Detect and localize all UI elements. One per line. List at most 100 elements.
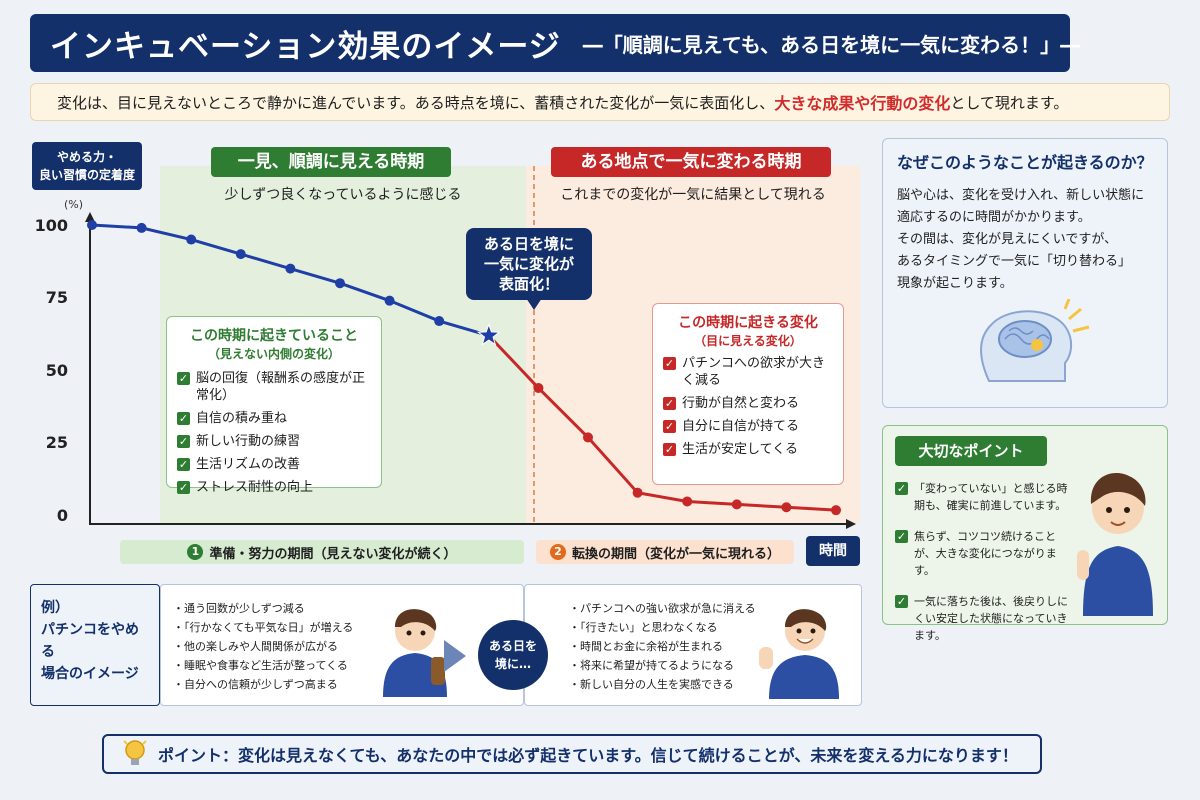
y-tick-label: 0 [56,506,68,525]
y-tick-label: 100 [34,216,68,235]
list-item-text: 新しい行動の練習 [196,434,301,449]
phase2-bar-label: 転換の期間（変化が一気に現れる） [571,546,780,562]
key-point-text: 「変わっていない」と感じる時期も、確実に前進しています。 [914,482,1068,512]
phase1-number: 1 [187,544,204,560]
key-points-box: 大切なポイント ✓ 「変わっていない」と感じる時期も、確実に前進しています。 ✓焦… [882,425,1168,642]
check-icon: ✓ [663,443,676,456]
data-point [136,222,147,233]
example-after-item: ・「行きたい」と思わなくなる [569,621,718,634]
key-point-item: ✓焦らず、コツコツ続けることが、大きな変化につながります。 [895,528,1075,579]
list-item: ✓自信の積み重ね [177,410,371,427]
visible-changes-title: この時期に起きる変化 [678,315,818,331]
key-points-title: 大切なポイント [895,436,1047,466]
check-icon: ✓ [177,435,190,448]
phase1-bar-label: 準備・努力の期間（見えない変化が続く） [209,546,457,562]
bubble-line: 境に… [494,657,531,671]
hidden-changes-list: ✓脳の回復（報酬系の感度が正常化） ✓自信の積み重ね ✓ 新しい行動の練習 ✓ 生活… [177,370,371,496]
why-line: あるタイミングで一気に「切り替わる」 [897,254,1132,269]
check-icon: ✓ [895,530,908,543]
data-point [87,220,97,230]
callout-line: 表面化！ [498,275,559,293]
example-label: 例） パチンコをやめる 場合のイメージ [30,584,160,706]
list-item: ✓ 自分に自信が持てる [663,418,833,435]
lightbulb-icon [123,740,147,765]
check-icon: ✓ [895,595,908,608]
y-axis-label-line2: 良い習慣の定着度 [38,168,135,182]
example-before-item: ・「行かなくても平気な日」が増える [173,621,354,634]
list-item-text: 行動が自然と変わる [682,396,800,411]
y-axis-label: やめる力・ 良い習慣の定着度 [32,142,142,190]
bottom-point-text: ポイント：変化は見えなくても、あなたの中では必ず起きています。信じて続けることが… [158,746,1018,765]
example-label-line: 場合のイメージ [41,666,139,682]
list-item: ✓ 生活リズムの改善 [177,456,371,473]
list-item: ✓パチンコへの欲求が大きく減る [663,355,833,389]
y-axis-unit: (%) [64,198,84,211]
hidden-changes-box: この時期に起きていること （見えない内側の変化） ✓脳の回復（報酬系の感度が正常… [166,316,382,495]
check-icon: ✓ [177,458,190,471]
boy-icon [1077,473,1153,616]
phase2-title: ある地点で一気に変わる時期 [551,147,831,177]
list-item: ✓脳の回復（報酬系の感度が正常化） [177,370,371,404]
why-box: なぜこのようなことが起きるのか？ 脳や心は、変化を受け入れ、新しい状態に 適応す… [882,138,1168,408]
why-line: 現象が起こります。 [897,276,1013,291]
example-after-item: ・将来に希望が持てるようになる [569,659,734,672]
why-line: 脳や心は、変化を受け入れ、新しい状態に [897,188,1145,203]
page-title: インキュベーション効果のイメージ [50,28,561,65]
visible-changes-box: この時期に起きる変化 （目に見える変化） ✓パチンコへの欲求が大きく減る ✓ 行動… [652,303,844,485]
phase2-bar: 2 転換の期間（変化が一気に現れる） [536,540,794,564]
hidden-changes-subtitle: （見えない内側の変化） [207,347,340,361]
brain-icon [980,299,1090,382]
example-after-item: ・新しい自分の人生を実感できる [569,678,734,691]
check-icon: ✓ [663,397,676,410]
example-after-item: ・パチンコへの強い欲求が急に消える [569,602,756,615]
intro-emphasis: 大きな成果や行動の変化 [774,94,951,113]
check-icon: ✓ [895,482,908,495]
y-tick-label: 25 [45,433,68,452]
list-item-text: ストレス耐性の向上 [196,480,314,495]
phase2-number: 2 [549,544,566,560]
check-icon: ✓ [177,481,190,494]
example-before-item: ・他の楽しみや人間関係が広がる [173,640,338,653]
check-icon: ✓ [177,372,190,385]
why-title: なぜこのようなことが起きるのか？ [897,153,1153,172]
phase1-bar: 1 準備・努力の期間（見えない変化が続く） [120,540,524,564]
callout-tail [526,298,542,310]
list-item-text: 生活リズムの改善 [196,457,301,472]
bottom-point-banner: ポイント：変化は見えなくても、あなたの中では必ず起きています。信じて続けることが… [102,734,1042,774]
list-item-text: 自分に自信が持てる [682,419,800,434]
intro-text: 変化は、目に見えないところで静かに進んでいます。ある時点を境に、蓄積された変化が… [57,93,775,112]
check-icon: ✓ [177,412,190,425]
visible-changes-subtitle: （目に見える変化） [694,334,802,348]
visible-changes-list: ✓パチンコへの欲求が大きく減る ✓ 行動が自然と変わる ✓ 自分に自信が持てる ✓生… [663,355,833,458]
example-turning-bubble: ある日を 境に… [478,620,548,690]
y-axis-label-line1: やめる力・ [56,150,117,164]
boy-cheering-icon [759,609,839,699]
phase1-title: 一見、順調に見える時期 [211,147,451,177]
y-tick-label: 75 [45,288,68,307]
x-axis-label: 時間 [806,536,860,566]
list-item: ✓ 行動が自然と変わる [663,395,833,412]
boy-walking-icon [383,609,447,697]
y-axis-arrow [85,212,95,222]
list-item: ✓生活が安定してくる [663,441,833,458]
example-before-item: ・睡眠や食事など生活が整ってくる [173,659,348,672]
page-subtitle: ―「順調に見えても、ある日を境に一気に変わる！」― [582,32,1081,57]
bubble-line: ある日を [488,639,537,653]
example-before-item: ・通う回数が少しずつ減る [173,602,305,615]
check-icon: ✓ [663,357,676,370]
turning-point-callout: ある日を境に 一気に変化が 表面化！ [466,228,592,300]
y-tick-label: 50 [45,361,68,380]
phase2-subtitle: これまでの変化が一気に結果として現れる [560,187,826,203]
title-banner: インキュベーション効果のイメージ ―「順調に見えても、ある日を境に一気に変わる！… [30,14,1080,72]
key-point-item: ✓ 「変わっていない」と感じる時期も、確実に前進しています。 [895,480,1075,514]
example-label-line: パチンコをやめる [41,622,139,660]
key-point-item: ✓一気に落ちた後は、後戻りしにくい安定した状態になっていきます。 [895,593,1075,644]
check-icon: ✓ [663,420,676,433]
example-arrow-icon [444,640,466,672]
example-after-box: ・パチンコへの強い欲求が急に消える ・「行きたい」と思わなくなる ・時間とお金に… [524,584,862,706]
intro-banner: 変化は、目に見えないところで静かに進んでいます。ある時点を境に、蓄積された変化が… [30,83,1170,121]
why-line: その間は、変化が見えにくいですが、 [897,232,1118,247]
hidden-changes-title: この時期に起きていること [190,328,358,344]
callout-line: ある日を境に [483,235,574,253]
example-label-line: 例） [41,600,69,616]
